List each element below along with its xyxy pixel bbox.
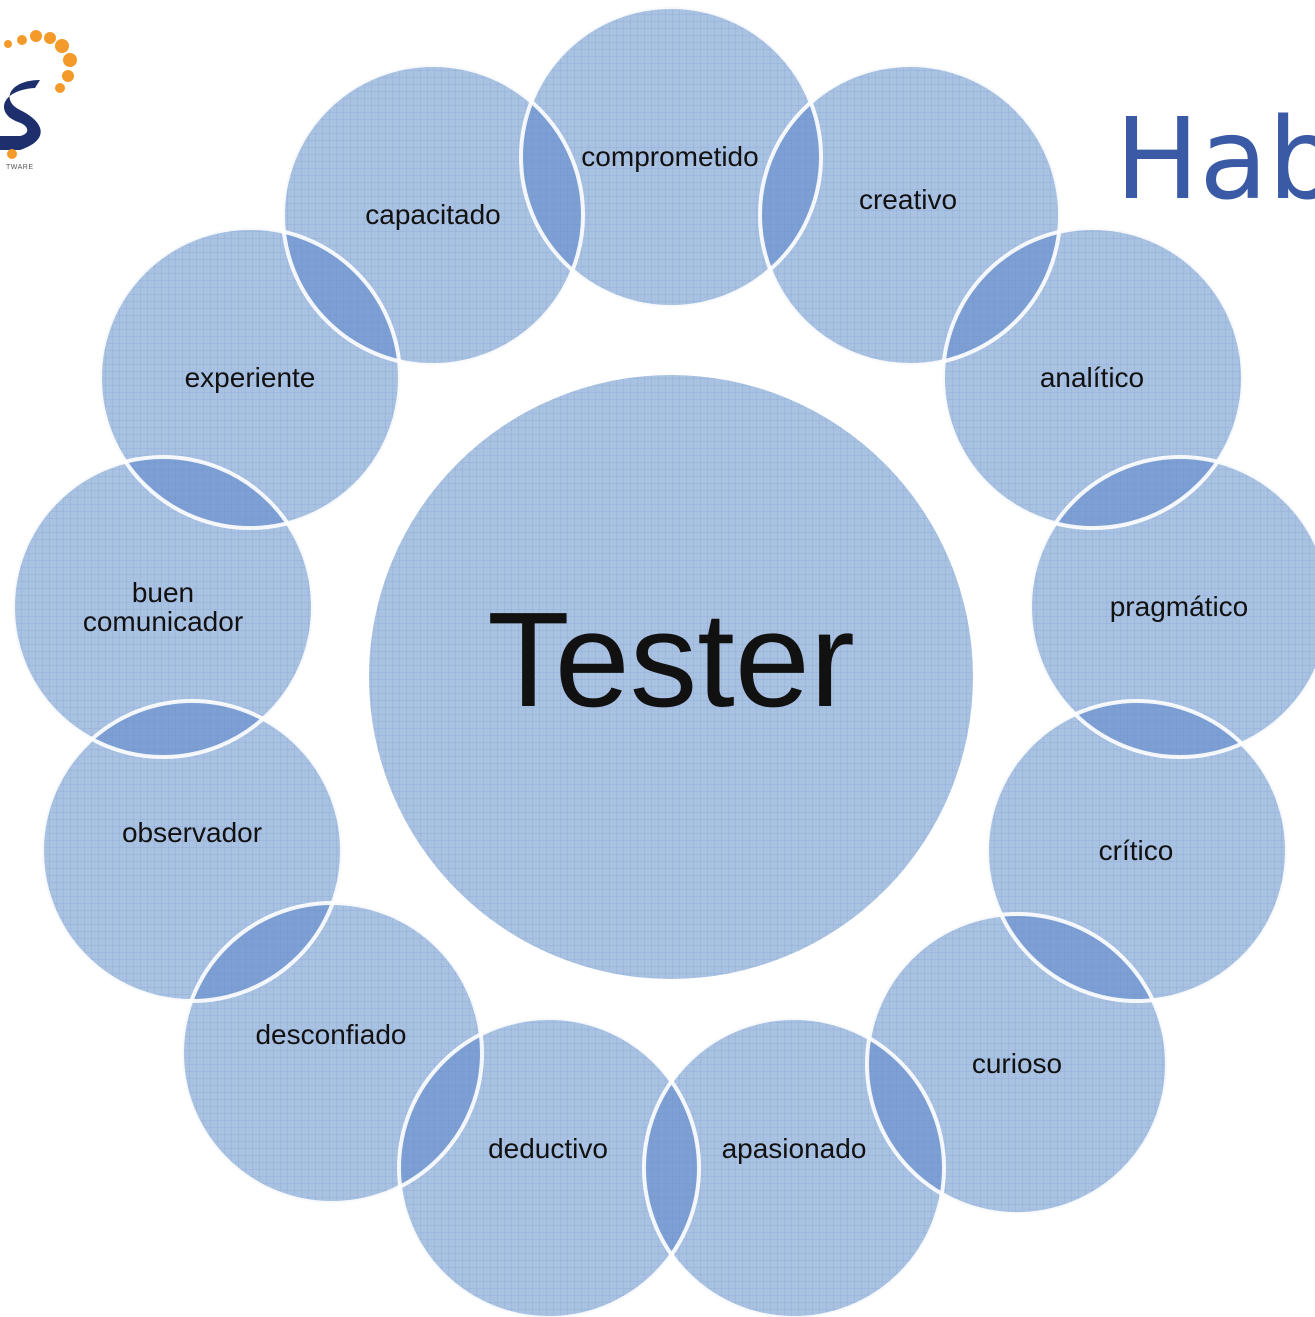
satellite-circle-pragmatico — [1030, 457, 1315, 757]
satellite-outline-apasionado — [642, 1016, 946, 1317]
satellite-outline-deductivo — [397, 1016, 701, 1317]
satellite-outline-critico — [985, 699, 1289, 1003]
satellite-outline-curioso — [865, 912, 1169, 1216]
logo-caption: TWARE — [6, 164, 34, 171]
satellite-outline-capacitado — [281, 63, 585, 367]
satellite-outline-creativo — [758, 63, 1062, 367]
overlap-lens-creativo — [943, 228, 1060, 365]
company-logo — [0, 30, 77, 159]
satellite-outline-experiente — [98, 226, 402, 530]
overlap-lens-experiente — [283, 228, 400, 365]
satellite-outline-observador — [40, 699, 344, 1003]
slide-title: Hab — [1115, 95, 1315, 225]
satellite-outline-buen-comunicador — [11, 455, 315, 759]
satellite-outline-pragmatico — [1028, 455, 1315, 759]
overlap-lens-critico — [987, 914, 1167, 1001]
satellite-circle-comprometido — [521, 7, 821, 307]
satellite-outline-comprometido — [519, 5, 823, 309]
center-circle — [369, 375, 973, 979]
overlap-lens-desconfiado — [182, 903, 342, 1001]
satellite-outline-analitico — [941, 226, 1245, 530]
overlap-lens-deductivo — [399, 1018, 482, 1203]
satellite-circle-buen-comunicador — [13, 457, 313, 757]
